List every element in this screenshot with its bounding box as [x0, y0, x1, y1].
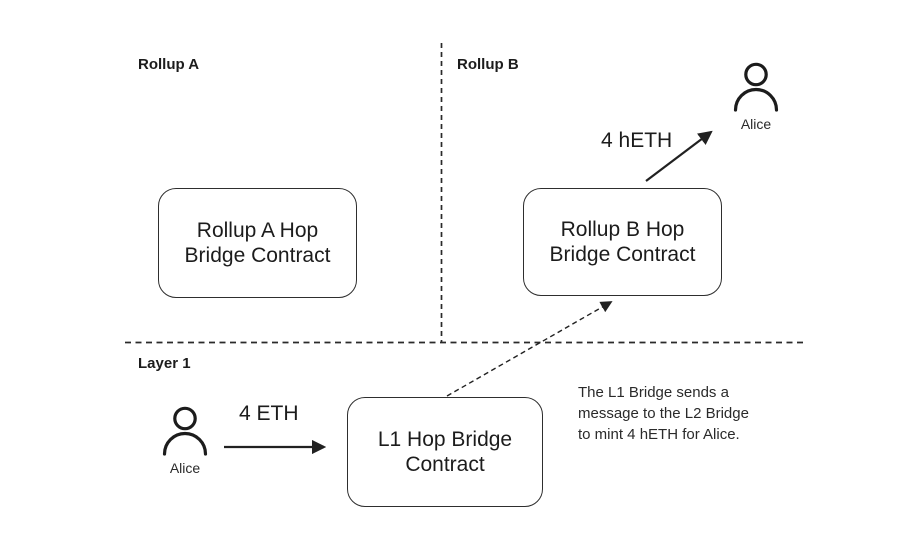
message-note-line1: The L1 Bridge sends a [578, 384, 729, 401]
region-label-rollup-b: Rollup B [457, 56, 519, 73]
region-label-rollup-a: Rollup A [138, 56, 200, 73]
message-note-line2: message to the L2 Bridge [578, 405, 749, 422]
deposit-arrow-label: 4 ETH [239, 402, 299, 425]
actor-alice-rollup-b: Alice [727, 62, 785, 132]
region-label-layer-1: Layer 1 [138, 355, 191, 372]
message-note-line3: to mint 4 hETH for Alice. [578, 426, 740, 443]
mint-arrow [645, 130, 713, 182]
l1-box-line2: Contract [405, 453, 485, 476]
l1-box-line1: L1 Hop Bridge [377, 428, 513, 451]
rollup-b-hop-bridge-contract-box: Rollup B Hop Bridge Contract [523, 188, 722, 296]
rollup-b-box-line2: Bridge Contract [549, 243, 696, 266]
actor-alice-rollup-b-label: Alice [740, 116, 772, 132]
rollup-b-box-line1: Rollup B Hop [560, 218, 685, 241]
message-dashed-arrow [446, 301, 613, 397]
person-icon [733, 62, 779, 114]
actor-alice-l1: Alice [156, 406, 214, 476]
person-icon [162, 406, 208, 458]
message-note: The L1 Bridge sends a message to the L2 … [578, 382, 778, 445]
l1-hop-bridge-contract-box: L1 Hop Bridge Contract [347, 397, 543, 507]
mint-arrow-label: 4 hETH [601, 129, 673, 152]
rollup-a-box-line1: Rollup A Hop [196, 219, 319, 242]
rollup-a-box-line2: Bridge Contract [184, 244, 331, 267]
rollup-a-hop-bridge-contract-box: Rollup A Hop Bridge Contract [158, 188, 357, 298]
actor-alice-l1-label: Alice [169, 460, 201, 476]
